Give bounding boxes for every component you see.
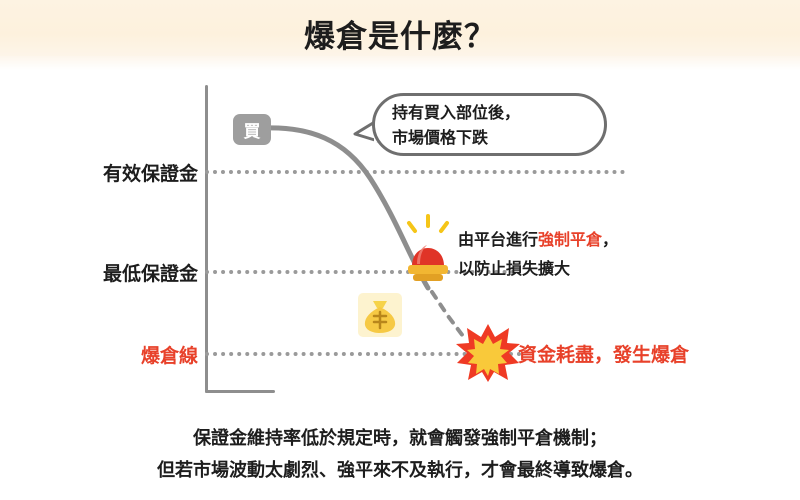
money-bag-icon	[358, 293, 402, 337]
banner-fade	[0, 56, 800, 70]
explosion-icon	[456, 324, 520, 382]
speech-bubble-text: 持有買入部位後， 市場價格下跌	[392, 101, 592, 151]
speech-bubble-line-1: 持有買入部位後，	[392, 105, 521, 122]
speech-bubble-line-2: 市場價格下跌	[392, 130, 489, 147]
annotation-highlight: 強制平倉	[538, 232, 603, 249]
annotation-suffix: ，	[602, 232, 619, 249]
liquidation-event-label: 資金耗盡，發生爆倉	[518, 345, 690, 366]
footer-line-1: 保證金維持率低於規定時，就會觸發強制平倉機制；	[193, 428, 607, 448]
label-liquidation-line: 爆倉線	[140, 346, 198, 367]
title-banner	[0, 0, 800, 62]
x-axis	[205, 390, 275, 393]
footer-line-2: 但若市場波動太劇烈、強平來不及執行，才會最終導致爆倉。	[157, 460, 643, 480]
label-effective-margin: 有效保證金	[102, 164, 198, 185]
y-axis	[205, 85, 208, 393]
speech-bubble	[372, 93, 607, 156]
label-minimum-margin: 最低保證金	[102, 264, 198, 285]
annotation-prefix: 由平台進行	[458, 232, 539, 249]
forced-liquidation-annotation: 由平台進行強制平倉， 以防止損失擴大	[458, 226, 618, 284]
guideline-liquidation	[205, 352, 475, 356]
annotation-line-2: 以防止損失擴大	[458, 261, 571, 278]
footer-note: 保證金維持率低於規定時，就會觸發強制平倉機制； 但若市場波動太劇烈、強平來不及執…	[0, 422, 800, 486]
siren-icon	[407, 214, 449, 281]
buy-badge: 買	[233, 114, 271, 145]
annotation-line-1: 由平台進行強制平倉，	[458, 226, 618, 255]
page-title: 爆倉是什麼？	[304, 19, 496, 54]
guideline-effective-margin	[205, 170, 625, 174]
